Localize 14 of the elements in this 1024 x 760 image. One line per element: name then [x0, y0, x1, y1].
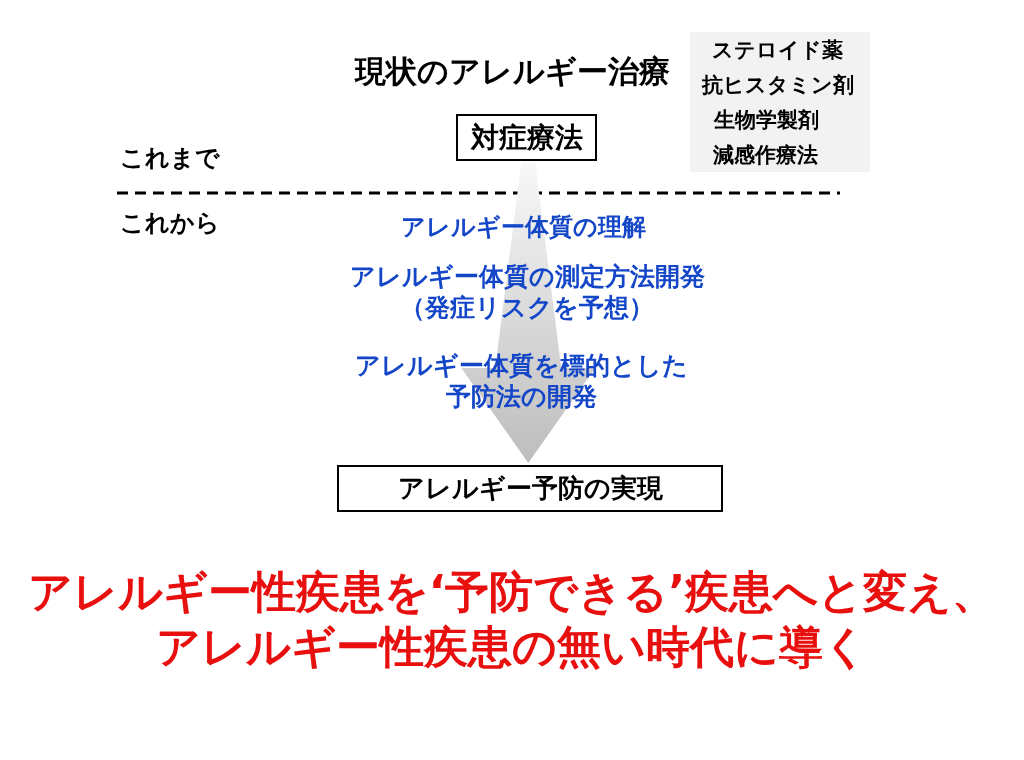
list-item: ステロイド薬: [712, 38, 843, 63]
arrow: [461, 163, 596, 463]
heading: 現状のアレルギー治療: [353, 52, 671, 91]
step-text: アレルギー体質を標的とした予防法の開発: [353, 350, 689, 413]
period-label: これまで: [120, 143, 220, 173]
list-item: 生物学製剤: [714, 108, 819, 133]
conclusion-text: アレルギー性疾患を‘予防できる’疾患へと変え、アレルギー性疾患の無い時代に導く: [26, 565, 998, 674]
step-text: アレルギー体質の理解: [400, 212, 648, 242]
goal-box: アレルギー予防の実現: [337, 465, 723, 512]
list-item: 抗ヒスタミン剤: [702, 73, 854, 98]
period-label: これから: [120, 208, 220, 238]
step-text: アレルギー体質の測定方法開発（発症リスクを予想）: [348, 261, 706, 324]
therapy-box: 対症療法: [456, 114, 597, 161]
list-item: 減感作療法: [713, 143, 818, 168]
